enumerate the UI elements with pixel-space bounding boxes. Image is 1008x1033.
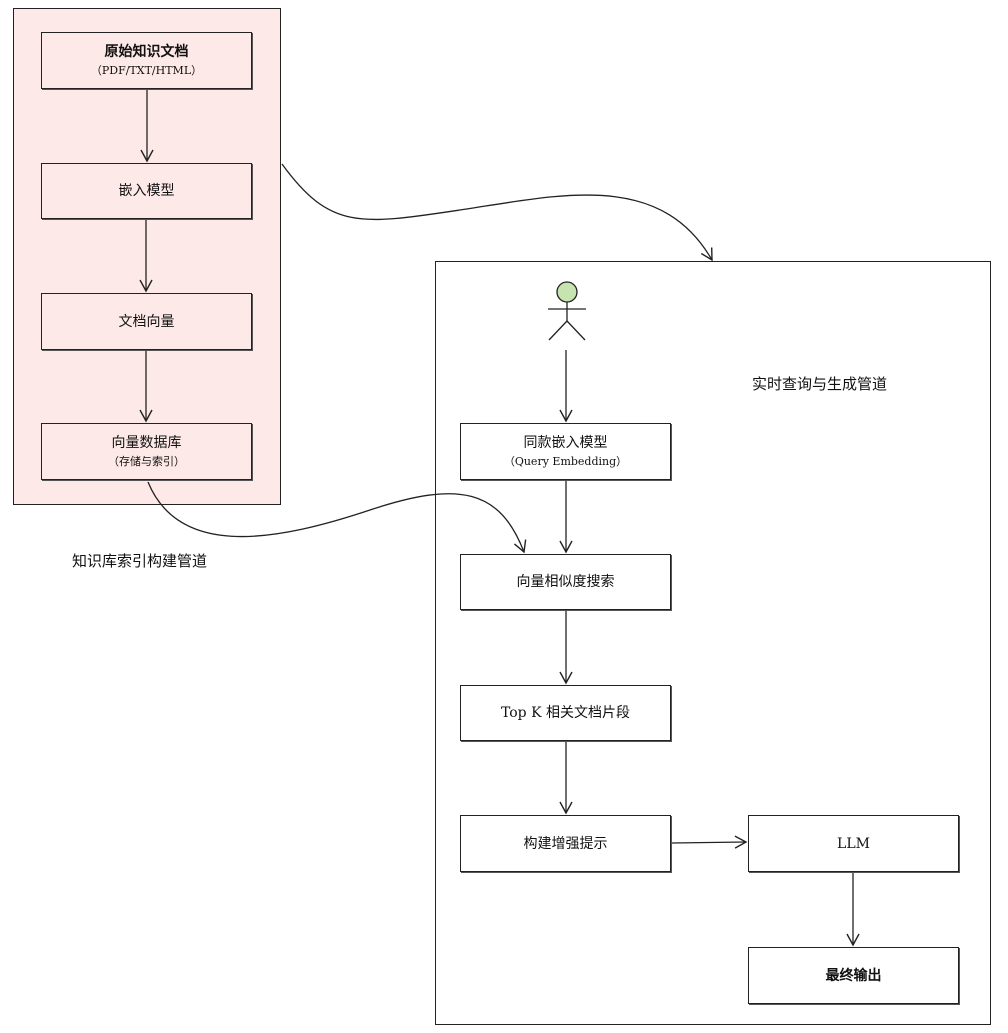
node-embedding-model-title: 嵌入模型 xyxy=(118,183,175,199)
node-build-prompt-title: 构建增强提示 xyxy=(523,835,608,852)
node-raw-documents-title: 原始知识文档 xyxy=(104,44,189,60)
query-pipeline-label: 实时查询与生成管道 xyxy=(752,375,888,393)
node-final-output[interactable]: 最终输出 xyxy=(748,947,959,1004)
node-document-vectors-title: 文档向量 xyxy=(118,313,175,330)
edge-index-to-query-group xyxy=(281,163,713,262)
node-vector-database[interactable]: 向量数据库 （存储与索引） xyxy=(41,423,252,480)
node-embedding-model[interactable]: 嵌入模型 xyxy=(41,163,252,219)
node-llm[interactable]: LLM xyxy=(748,815,959,872)
node-raw-documents-sub: （PDF/TXT/HTML） xyxy=(90,64,203,77)
node-query-embedding-sub: （Query Embedding） xyxy=(503,455,628,468)
node-raw-documents[interactable]: 原始知识文档 （PDF/TXT/HTML） xyxy=(41,32,252,89)
node-document-vectors[interactable]: 文档向量 xyxy=(41,293,252,350)
node-final-output-title: 最终输出 xyxy=(825,967,882,984)
node-topk-chunks-title: Top K 相关文档片段 xyxy=(500,705,630,721)
node-llm-title: LLM xyxy=(837,835,870,852)
node-similarity-search[interactable]: 向量相似度搜索 xyxy=(460,554,671,610)
node-query-embedding[interactable]: 同款嵌入模型 （Query Embedding） xyxy=(460,423,671,480)
node-build-prompt[interactable]: 构建增强提示 xyxy=(460,815,671,872)
node-query-embedding-title: 同款嵌入模型 xyxy=(523,435,608,451)
node-vector-database-title: 向量数据库 xyxy=(111,435,182,451)
node-similarity-search-title: 向量相似度搜索 xyxy=(516,574,615,590)
node-topk-chunks[interactable]: Top K 相关文档片段 xyxy=(460,685,671,741)
query-pipeline-group xyxy=(435,261,991,1025)
index-pipeline-label: 知识库索引构建管道 xyxy=(72,552,208,570)
node-vector-database-sub: （存储与索引） xyxy=(108,455,185,468)
